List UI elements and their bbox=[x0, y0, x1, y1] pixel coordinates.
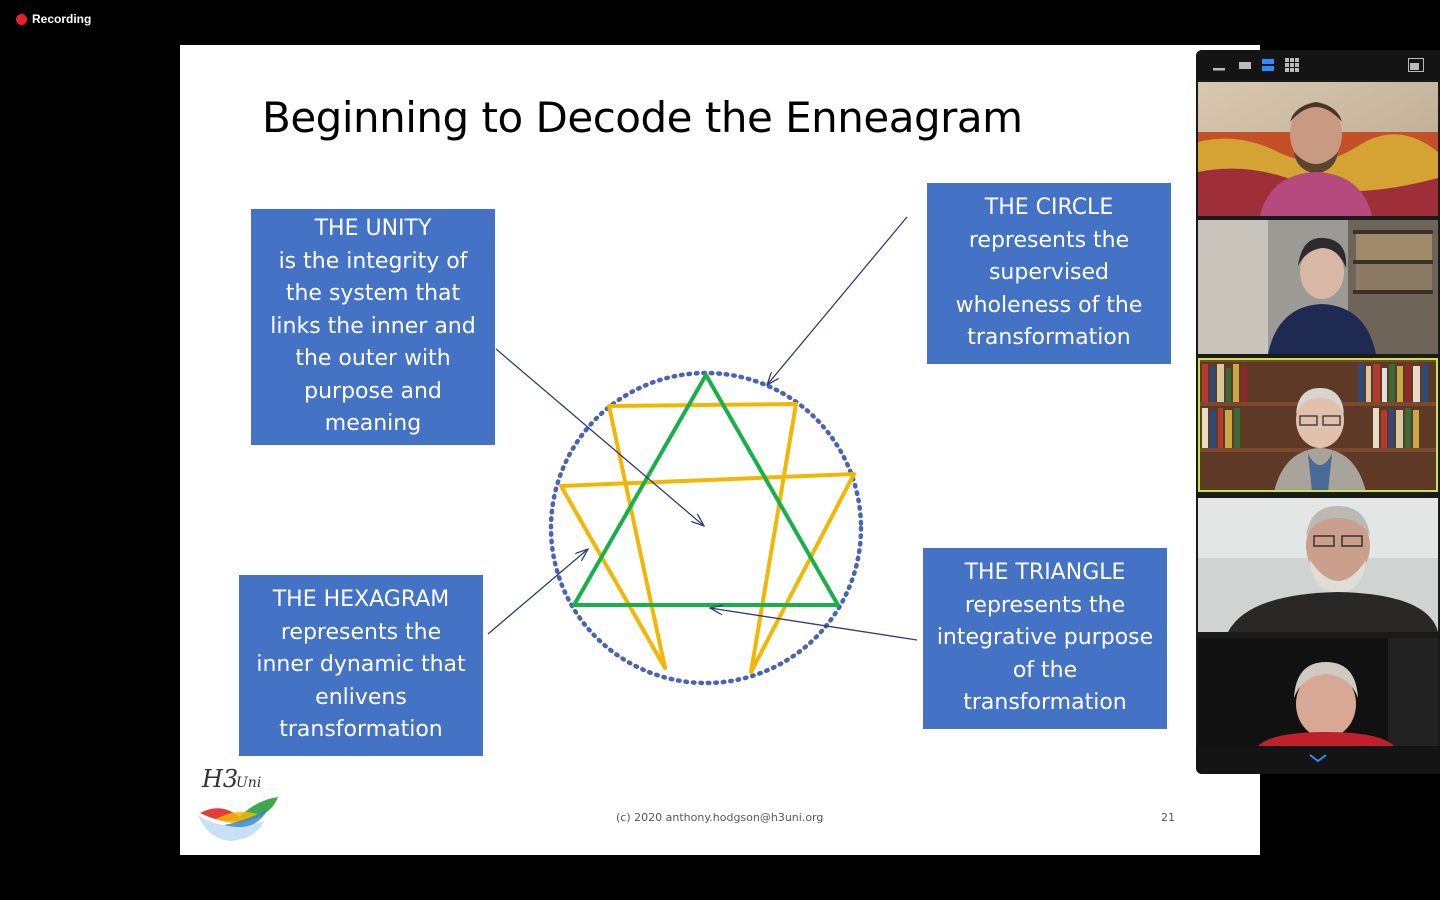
triangle-line-3: integrative purpose bbox=[936, 625, 1154, 651]
participant-video-2 bbox=[1198, 220, 1438, 354]
gallery-toolbar bbox=[1196, 50, 1440, 80]
gallery-view-icon[interactable] bbox=[1285, 58, 1299, 72]
participant-tile-4[interactable] bbox=[1198, 498, 1438, 632]
triangle-box: THE TRIANGLE represents the integrative … bbox=[923, 548, 1167, 729]
svg-text:Uni: Uni bbox=[236, 775, 261, 791]
participant-video-1 bbox=[1198, 82, 1438, 216]
slide-footer: (c) 2020 anthony.hodgson@h3uni.org bbox=[616, 811, 824, 824]
hexagram-arrow bbox=[487, 549, 588, 635]
speaker-view-icon[interactable] bbox=[1261, 58, 1275, 72]
unity-line-5: the outer with bbox=[295, 346, 451, 372]
presentation-slide: Beginning to Decode the Enneagram THE UN… bbox=[180, 45, 1260, 855]
circle-arrow bbox=[767, 216, 908, 385]
hexagram-line-4: enlivens bbox=[315, 684, 407, 710]
hexagram-line-2: represents the bbox=[280, 619, 442, 645]
unity-line-1: THE UNITY bbox=[314, 216, 432, 242]
enneagram-hexagram bbox=[559, 402, 856, 674]
circle-line-1: THE CIRCLE bbox=[984, 195, 1114, 221]
hexagram-line-3: inner dynamic that bbox=[256, 652, 466, 678]
unity-line-3: the system that bbox=[285, 281, 461, 307]
hexagram-line-5: transformation bbox=[279, 717, 443, 743]
triangle-line-5: transformation bbox=[963, 690, 1127, 716]
circle-line-3: supervised bbox=[988, 260, 1110, 286]
participant-video-3 bbox=[1198, 358, 1438, 492]
recording-label: Recording bbox=[32, 12, 92, 26]
pop-out-icon[interactable] bbox=[1408, 58, 1424, 72]
h3uni-logo: H3 Uni bbox=[198, 765, 278, 841]
circle-box: THE CIRCLE represents the supervised who… bbox=[927, 183, 1171, 364]
slide-page-number: 21 bbox=[1161, 811, 1175, 824]
enneagram-circle bbox=[548, 370, 864, 686]
hexagram-box: THE HEXAGRAM represents the inner dynami… bbox=[239, 575, 483, 756]
participant-tile-5[interactable] bbox=[1198, 638, 1438, 772]
triangle-arrow bbox=[710, 608, 918, 641]
participant-tile-1[interactable] bbox=[1198, 82, 1438, 216]
unity-arrow bbox=[495, 348, 704, 526]
enneagram-diagram bbox=[487, 216, 918, 686]
recording-dot-icon bbox=[16, 13, 27, 25]
unity-line-4: links the inner and bbox=[270, 313, 476, 339]
unity-line-2: is the integrity of bbox=[278, 248, 468, 274]
enneagram-triangle bbox=[572, 373, 840, 607]
circle-line-5: transformation bbox=[967, 325, 1131, 351]
unity-box: THE UNITY is the integrity of the system… bbox=[251, 209, 495, 445]
unity-line-7: meaning bbox=[324, 411, 422, 437]
circle-line-2: represents the bbox=[968, 227, 1130, 253]
triangle-line-1: THE TRIANGLE bbox=[964, 560, 1126, 586]
participant-tile-3[interactable] bbox=[1198, 358, 1438, 492]
triangle-line-4: of the bbox=[1012, 657, 1078, 683]
chevron-down-icon[interactable] bbox=[1308, 752, 1328, 764]
circle-line-4: wholeness of the bbox=[955, 292, 1143, 318]
svg-text:H3: H3 bbox=[201, 765, 238, 793]
triangle-line-2: represents the bbox=[964, 592, 1126, 618]
recording-indicator: Recording bbox=[16, 12, 91, 26]
unity-line-6: purpose and bbox=[304, 378, 442, 404]
hide-video-icon[interactable] bbox=[1238, 58, 1252, 72]
participant-gallery bbox=[1196, 50, 1440, 774]
participant-video-5 bbox=[1198, 638, 1438, 746]
hexagram-line-1: THE HEXAGRAM bbox=[272, 587, 450, 613]
minimize-icon[interactable] bbox=[1212, 58, 1226, 72]
participant-tile-2[interactable] bbox=[1198, 220, 1438, 354]
participant-video-4 bbox=[1198, 498, 1438, 632]
gallery-scroll-bar bbox=[1196, 746, 1440, 774]
slide-title: Beginning to Decode the Enneagram bbox=[262, 93, 1023, 142]
